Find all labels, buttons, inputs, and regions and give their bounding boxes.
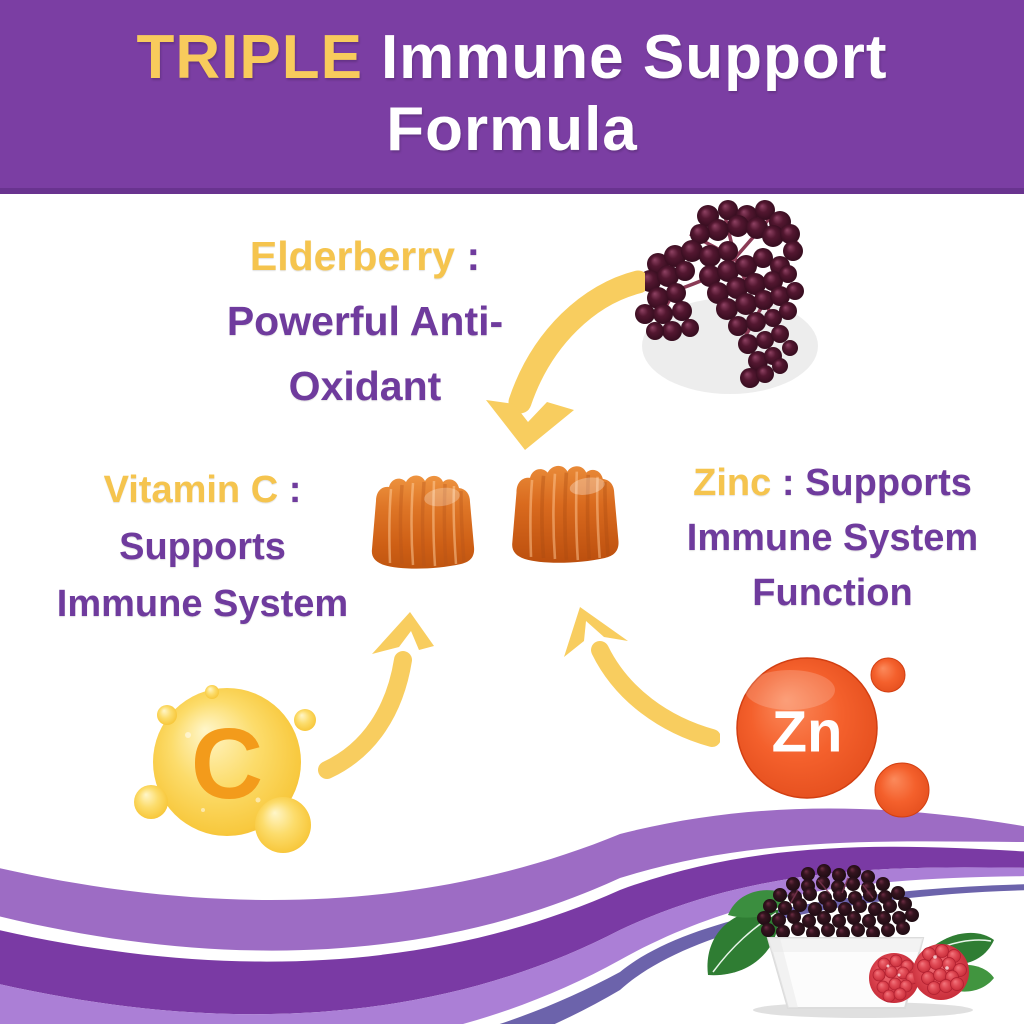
zinc-symbol: Zn <box>772 700 843 765</box>
elderberry-sep: : <box>466 233 481 279</box>
zinc-arrow-icon <box>564 607 720 747</box>
page-title-line2: Formula <box>386 95 638 164</box>
title-rest: Immune Support <box>380 23 888 92</box>
vitamin-c-callout-line1: Vitamin C: <box>10 462 395 519</box>
zinc-term: Zinc <box>693 462 772 504</box>
vitamin-c-callout-line3: Immune System <box>56 583 349 625</box>
elderberry-berries <box>635 200 804 388</box>
vitamin-c-sep: : <box>288 469 302 511</box>
zinc-callout-line1: Zinc: Supports <box>635 456 1024 511</box>
elderberry-term: Elderberry <box>249 233 455 279</box>
vitamin-c-callout: Vitamin C: Supports Immune System <box>10 462 395 633</box>
elderberry-callout: Elderberry: Powerful Anti- Oxidant <box>140 224 590 419</box>
vitamin-c-callout-line2: Supports <box>119 526 286 568</box>
zinc-callout: Zinc: Supports Immune System Function <box>635 456 1024 621</box>
gummy-right <box>512 465 619 563</box>
heap-stems <box>789 877 874 905</box>
wave-ribbons-graphic <box>0 808 1024 1024</box>
berry-bowl-image <box>707 864 994 1018</box>
elderberry-branch-image <box>635 200 818 394</box>
elderberry-arrow-icon <box>486 270 645 450</box>
elderberry-callout-line1: Elderberry: <box>140 224 590 289</box>
zinc-bubble-icon: Zn <box>736 657 930 818</box>
elderberry-callout-line3: Oxidant <box>288 363 442 409</box>
raspberry-left <box>869 953 919 1003</box>
zinc-callout-line3: Function <box>752 572 913 614</box>
elderberry-callout-line2: Powerful Anti- <box>226 298 504 344</box>
vitamin-c-bubble-icon: C <box>134 685 316 853</box>
vitamin-c-term: Vitamin C <box>103 469 279 511</box>
elderberry-heap <box>757 864 919 940</box>
gummy-left <box>371 475 475 569</box>
title-highlight: TRIPLE <box>136 23 363 92</box>
gummies-image <box>371 465 619 569</box>
zinc-callout-line2: Immune System <box>686 517 979 559</box>
raspberry-right <box>913 944 969 1000</box>
vitamin-c-arrow-icon <box>318 612 434 779</box>
vitamin-c-letter: C <box>191 708 263 820</box>
zinc-sep: : Supports <box>781 462 972 504</box>
